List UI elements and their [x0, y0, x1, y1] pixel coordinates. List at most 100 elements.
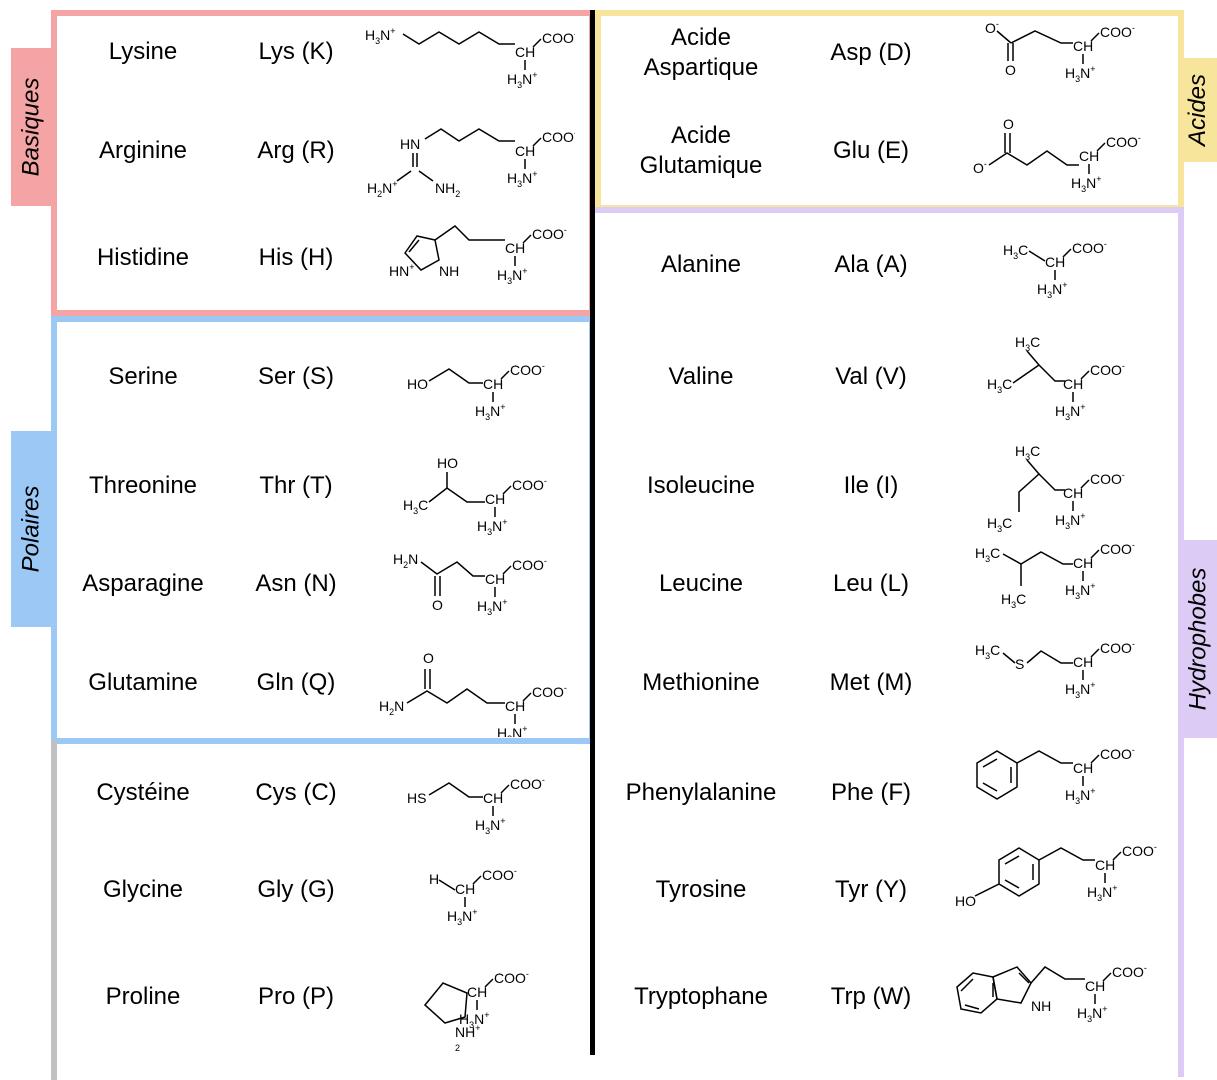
amino-acid-code: Arg (R) — [257, 137, 335, 164]
ring — [992, 966, 1032, 1004]
alpha-carbon: CH — [485, 571, 505, 587]
carboxylate: COO- — [532, 683, 567, 700]
alpha-carbon: CH — [505, 240, 525, 256]
bond — [1080, 370, 1090, 380]
ring — [404, 235, 440, 271]
carboxylate: COO- — [1106, 133, 1141, 150]
amino-acid-code: Leu (L) — [832, 570, 910, 597]
bond — [532, 137, 542, 147]
amino-acid-name: Histidine — [96, 244, 190, 271]
methyl: H3C — [987, 376, 1012, 395]
carboxylate: COO- — [494, 969, 529, 986]
bond — [1096, 142, 1106, 152]
bond — [408, 239, 420, 253]
ammonium: H3N+ — [497, 724, 528, 737]
amino-acid-code: Ala (A) — [834, 251, 908, 278]
amide: H2N — [379, 698, 404, 717]
bond — [1026, 650, 1073, 664]
carboxylate: COO- — [1122, 842, 1157, 859]
bond — [522, 692, 532, 702]
bond — [434, 225, 505, 241]
ammonium: H3N+ — [475, 402, 506, 422]
carbonyl-o: O — [423, 650, 434, 666]
amino-acid-code: Met (M) — [829, 669, 913, 696]
bond — [500, 784, 510, 794]
amino-acid-code: Tyr (Y) — [835, 876, 907, 903]
basiques-tag: Basiques — [11, 48, 51, 206]
ring — [423, 982, 468, 1024]
ammonium: H3N+ — [1037, 280, 1068, 300]
bond — [1038, 847, 1095, 861]
subscript: 2 — [455, 1043, 460, 1051]
bond — [438, 879, 456, 891]
amino-acid-name: Tyrosine — [655, 876, 747, 903]
bond — [988, 150, 1079, 166]
ammonium: H3N+ — [477, 517, 508, 537]
alpha-carbon: CH — [467, 984, 487, 1000]
bond — [1102, 972, 1112, 982]
ammonium: H3N+ — [507, 70, 538, 90]
amino-acid-name: Valine — [668, 363, 734, 390]
sulfur: S — [1015, 656, 1024, 672]
amino-acid-code: Cys (C) — [255, 779, 337, 806]
amino-acid-name: Glutamine — [88, 669, 198, 696]
amino-acid-code: Thr (T) — [259, 472, 333, 499]
methyl: H3C — [403, 497, 428, 516]
alpha-carbon: CH — [483, 790, 503, 806]
indole-nh: NH — [1031, 998, 1051, 1014]
alpha-carbon: CH — [1085, 978, 1105, 994]
carboxylate: COO- — [1090, 470, 1125, 487]
ammonium: H3N+ — [459, 1010, 490, 1030]
bond — [500, 370, 510, 380]
bond — [1002, 553, 1022, 565]
ring — [956, 972, 998, 1014]
hydroxyl: HO — [955, 893, 976, 909]
bond — [472, 875, 482, 885]
bond — [1090, 32, 1100, 42]
alpha-carbon: CH — [1045, 254, 1065, 270]
amino-acid-code: Val (V) — [835, 363, 907, 390]
bond — [1004, 855, 1020, 865]
amino-acid-name: Phenylalanine — [625, 779, 777, 806]
amino-acid-code: Glu (E) — [832, 137, 909, 164]
ammonium: H3N+ — [475, 816, 506, 836]
bond — [1026, 350, 1040, 366]
bond — [1026, 459, 1040, 475]
amino-acid-name: Cystéine — [96, 779, 190, 806]
hydrogen: H — [429, 871, 439, 887]
polaires-tag: Polaires — [11, 431, 51, 627]
hydroxyl: HO — [437, 455, 458, 471]
methyl: H3C — [1003, 242, 1028, 261]
bond — [960, 978, 974, 992]
bond — [974, 883, 1000, 897]
amino-acid-name: Alanine — [660, 251, 742, 278]
bond — [484, 978, 494, 988]
carboxylate: COO- — [512, 556, 547, 573]
ammonium: H3N+ — [1077, 1004, 1108, 1024]
bond — [1002, 652, 1016, 664]
imidazolium: HN+ — [389, 262, 415, 279]
methyl: H3C — [975, 545, 1000, 564]
bond — [1012, 364, 1040, 384]
amino-acid-name: Tryptophane — [634, 983, 768, 1010]
carbonyl-o: O — [1003, 116, 1014, 132]
amine: HN — [400, 136, 420, 152]
bond — [1090, 754, 1100, 764]
alpha-carbon: CH — [483, 376, 503, 392]
ammonium: H3N+ — [1087, 883, 1118, 903]
bond — [964, 1004, 980, 1010]
bond — [502, 565, 512, 575]
bond — [396, 170, 412, 182]
ammonium: H3N+ — [1055, 402, 1086, 422]
iminium: H2N+ — [367, 179, 398, 199]
amino-acid-code: Ile (I) — [843, 472, 899, 499]
